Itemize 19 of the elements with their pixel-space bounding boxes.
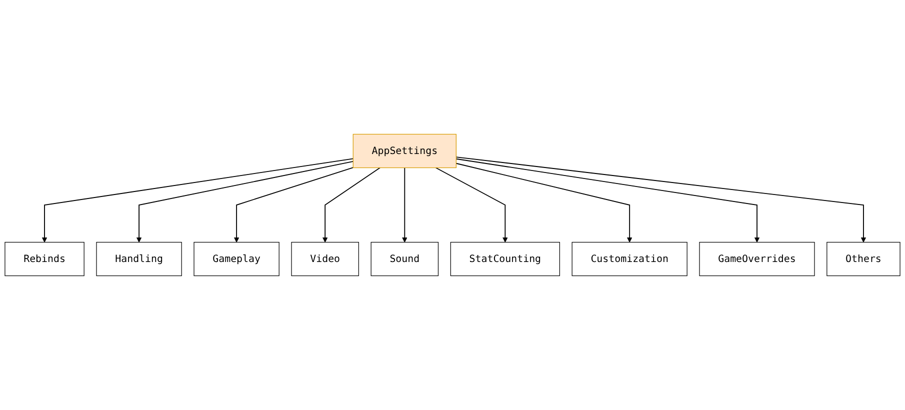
node-box: Video: [291, 242, 359, 276]
arrow: [136, 161, 354, 242]
node-box: Gameplay: [194, 242, 280, 276]
arrow: [322, 167, 380, 242]
arrow: [456, 162, 632, 242]
arrow: [234, 167, 354, 242]
node-box: AppSettings: [352, 134, 456, 168]
node-box: StatCounting: [450, 242, 560, 276]
node-box: GameOverrides: [699, 242, 815, 276]
arrow: [456, 156, 866, 242]
node-box: Rebinds: [4, 242, 84, 276]
node-box: Others: [826, 242, 900, 276]
node-box: Handling: [96, 242, 182, 276]
arrow: [402, 167, 408, 242]
arrow: [42, 158, 354, 242]
node-box: Customization: [572, 242, 688, 276]
node-box: Sound: [370, 242, 439, 276]
arrow: [456, 158, 760, 242]
arrow: [435, 167, 508, 242]
